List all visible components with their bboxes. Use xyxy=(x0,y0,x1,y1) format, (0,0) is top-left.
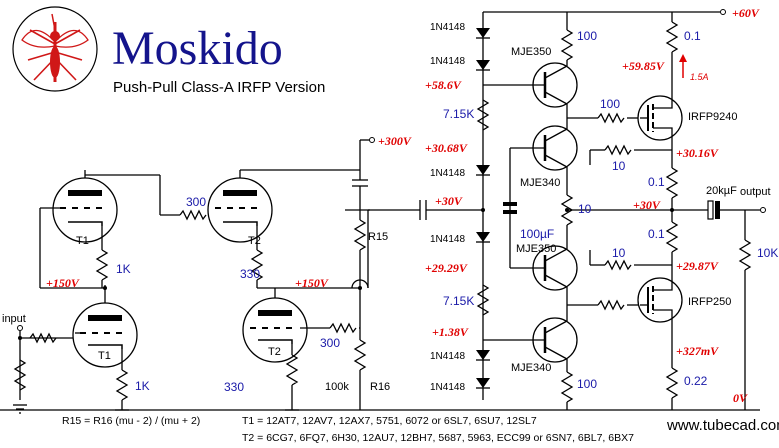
page-title: Moskido xyxy=(112,22,283,75)
output-stage-wiring xyxy=(476,9,766,410)
note-r15-formula: R15 = R16 (mu - 2) / (mu + 2) xyxy=(62,415,200,427)
voltage-0v: 0V xyxy=(733,391,748,405)
website-label: www.tubecad.com xyxy=(666,417,779,434)
resistor-1k-top-label: 1K xyxy=(116,262,131,276)
voltage-59-85v: +59.85V xyxy=(622,59,665,73)
resistor-715k-bottom-label: 7.15K xyxy=(443,294,474,308)
voltage-30-16v: +30.16V xyxy=(676,146,719,160)
current-label: 1.5A xyxy=(690,72,709,82)
voltage-60v: +60V xyxy=(732,6,760,20)
resistor-1k-bottom-label: 1K xyxy=(135,379,150,393)
transistor-mje340-top-label: MJE340 xyxy=(520,177,560,189)
diode-d3-label: 1N4148 xyxy=(430,168,465,179)
voltage-30-68v: +30.68V xyxy=(425,141,468,155)
resistor-0-1-mid-b-label: 0.1 xyxy=(648,227,665,241)
voltage-1-38v: +1.38V xyxy=(432,325,469,339)
resistor-10k-label: 10K xyxy=(757,246,778,260)
tube-t1-top-label: T1 xyxy=(76,235,89,247)
tube-stage-wiring xyxy=(0,137,760,414)
resistor-0-1-top-label: 0.1 xyxy=(684,29,701,43)
resistor-330-bottom-label: 330 xyxy=(224,380,244,394)
voltage-29-29v: +29.29V xyxy=(425,261,468,275)
resistor-715k-top-label: 7.15K xyxy=(443,107,474,121)
resistor-r16-label: R16 xyxy=(370,381,390,393)
voltage-30v-input: +30V xyxy=(435,194,463,208)
mosfet-irfp9240-label: IRFP9240 xyxy=(688,111,738,123)
diode-d6-label: 1N4148 xyxy=(430,382,465,393)
resistor-100k-label: 100k xyxy=(325,381,349,393)
diode-d2-label: 1N4148 xyxy=(430,56,465,67)
resistor-100-top-label: 100 xyxy=(577,29,597,43)
resistor-300-bottom-label: 300 xyxy=(320,336,340,350)
resistor-10-top-label: 10 xyxy=(612,159,626,173)
note-t1-list: T1 = 12AT7, 12AV7, 12AX7, 5751, 6072 or … xyxy=(242,415,537,427)
tube-t1-bottom-label: T1 xyxy=(98,350,111,362)
mosfet-irfp250-label: IRFP250 xyxy=(688,296,731,308)
diode-d1-label: 1N4148 xyxy=(430,22,465,33)
voltage-58-6v: +58.6V xyxy=(425,78,462,92)
voltage-150v-b: +150V xyxy=(295,276,329,290)
capacitor-20kuf-label: 20kµF xyxy=(706,185,737,197)
transistor-mje350-top-label: MJE350 xyxy=(511,46,551,58)
resistor-100-bottom-label: 100 xyxy=(577,377,597,391)
resistor-r15-label: R15 xyxy=(368,231,388,243)
resistor-330-top-label: 330 xyxy=(240,267,260,281)
transistor-mje340-bottom-label: MJE340 xyxy=(511,362,551,374)
input-label: input xyxy=(2,313,26,325)
resistor-300-top-label: 300 xyxy=(186,195,206,209)
resistor-10-bottom-label: 10 xyxy=(612,246,626,260)
transistor-mje350-bottom-label: MJE350 xyxy=(516,243,556,255)
resistor-100-mid-label: 100 xyxy=(600,97,620,111)
voltage-30v-output: +30V xyxy=(633,198,661,212)
diode-d4-label: 1N4148 xyxy=(430,234,465,245)
capacitor-100uf-label: 100µF xyxy=(520,227,554,241)
resistor-0-22-label: 0.22 xyxy=(684,374,708,388)
note-t2-list: T2 = 6CG7, 6FQ7, 6H30, 12AU7, 12BH7, 568… xyxy=(242,432,634,444)
tube-t2-top-label: T2 xyxy=(248,235,261,247)
tube-t2-bottom-label: T2 xyxy=(268,346,281,358)
diode-d5-label: 1N4148 xyxy=(430,351,465,362)
voltage-29-87v: +29.87V xyxy=(676,259,719,273)
voltage-300v: +300V xyxy=(378,134,412,148)
output-label: output xyxy=(740,186,771,198)
voltage-327mv: +327mV xyxy=(676,344,719,358)
resistor-0-1-mid-a-label: 0.1 xyxy=(648,175,665,189)
voltage-150v-a: +150V xyxy=(46,276,80,290)
mosquito-logo-icon xyxy=(12,6,98,92)
resistor-10-center-label: 10 xyxy=(578,202,592,216)
page-subtitle: Push-Pull Class-A IRFP Version xyxy=(113,79,325,96)
